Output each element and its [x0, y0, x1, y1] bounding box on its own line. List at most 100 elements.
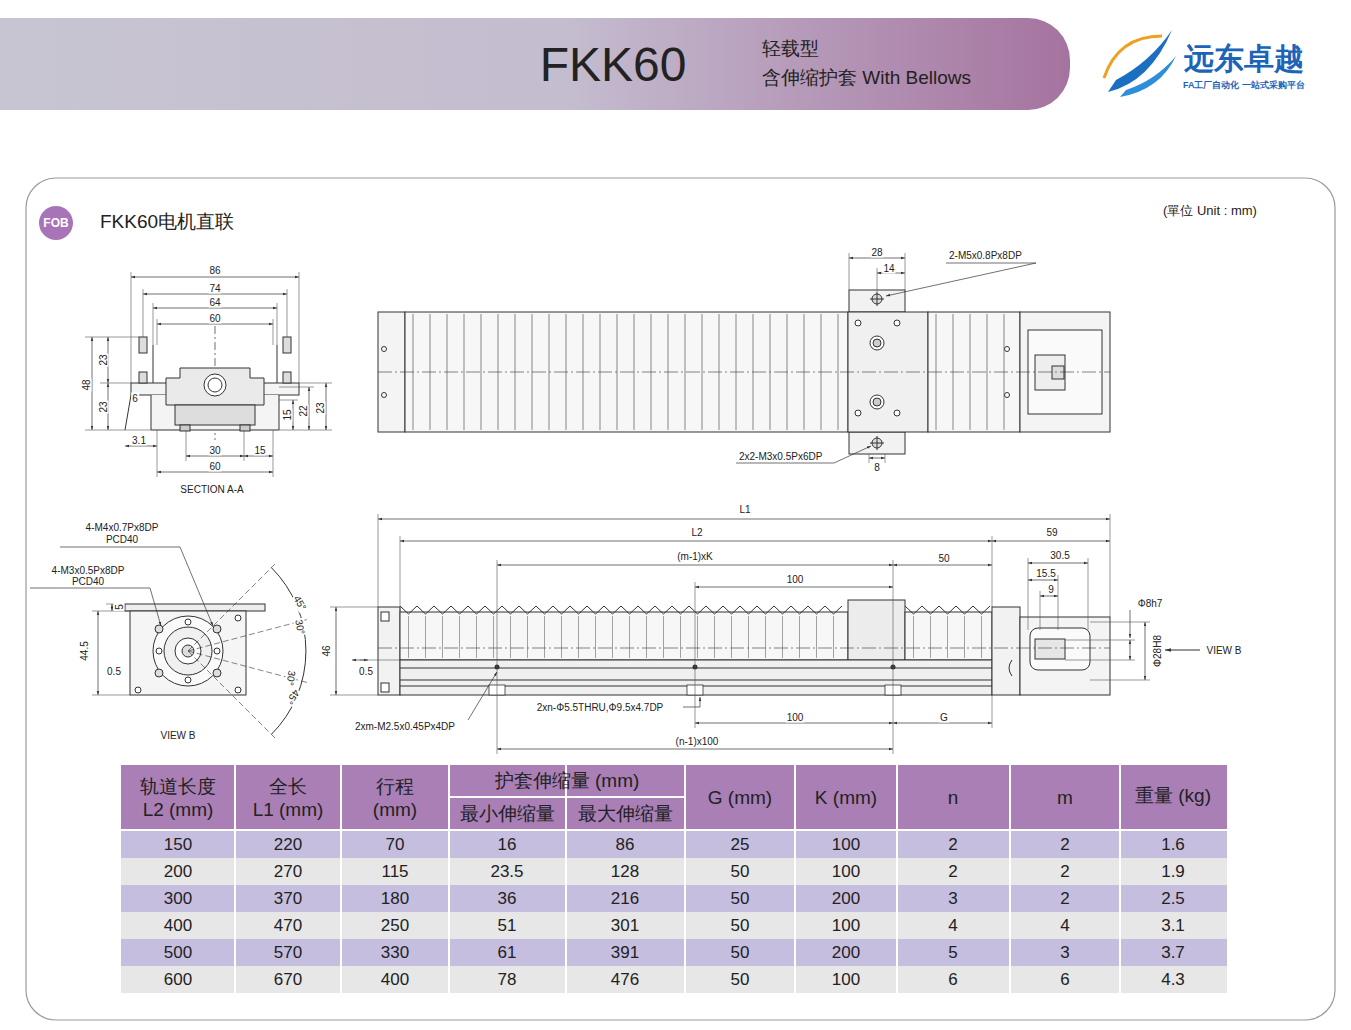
- drawing-part: [873, 339, 881, 347]
- dimension-label: 30°: [293, 618, 307, 637]
- dimension-line: [131, 277, 299, 278]
- dimension-label: L2: [690, 527, 703, 538]
- table-cell: 270: [274, 863, 302, 882]
- table-cell: 2: [948, 836, 957, 855]
- dimension-label: 100: [786, 574, 805, 585]
- drawing-part: [894, 410, 900, 416]
- drawing-part: [1120, 56, 1176, 97]
- drawing-part: [381, 683, 389, 692]
- extension-line: [695, 667, 696, 728]
- drawing-part: [185, 677, 191, 683]
- table-cell: 100: [832, 971, 860, 990]
- dimension-label: VIEW B: [159, 730, 196, 741]
- table-cell: 2.5: [1161, 890, 1185, 909]
- extension-line: [330, 607, 378, 608]
- dimension-label: 4-M4x0.7Px8DP: [85, 522, 160, 533]
- dimension-line: [1145, 622, 1146, 680]
- badge-text: FOB: [43, 216, 68, 230]
- table-header-cell: 最大伸缩量: [578, 804, 673, 825]
- logo-text: FA工厂自动化 一站式采购平台: [1183, 81, 1305, 91]
- pleat-line: [634, 314, 635, 430]
- dimension-label: 2x2-M3x0.5Px6DP: [738, 451, 823, 462]
- drawing-part: [905, 612, 992, 660]
- drawing-part: [1052, 366, 1064, 379]
- extension-line: [893, 560, 894, 667]
- pleat-line: [629, 616, 630, 658]
- pleat-line: [663, 616, 664, 658]
- logo-text: 远东卓越: [1184, 42, 1304, 75]
- table-cell: 128: [611, 863, 639, 882]
- table-cell: 2: [948, 863, 957, 882]
- drawing-part: [166, 368, 264, 405]
- table-column-rule: [1009, 765, 1011, 993]
- table-row-band: [121, 831, 1227, 858]
- pleat-line: [600, 314, 601, 430]
- extension-line: [143, 289, 144, 337]
- table-cell: 570: [274, 944, 302, 963]
- extension-line: [157, 430, 158, 477]
- table-cell: 50: [731, 917, 750, 936]
- table-cell: 4.3: [1161, 971, 1185, 990]
- pleat-line: [498, 314, 499, 430]
- pleat-line: [646, 616, 647, 658]
- drawing-part: [855, 320, 861, 326]
- pleat-line: [765, 616, 766, 658]
- pleat-line: [430, 314, 431, 430]
- table-cell: 100: [832, 863, 860, 882]
- drawing-part: [130, 611, 246, 695]
- table-cell: 600: [164, 971, 192, 990]
- table-cell: 50: [731, 890, 750, 909]
- dimension-line: [326, 383, 327, 430]
- pleat-line: [936, 314, 937, 430]
- table-cell: 5: [948, 944, 957, 963]
- drawing-part: [1035, 355, 1065, 390]
- dimension-line: [112, 604, 113, 611]
- dimension-line: [92, 337, 93, 430]
- pleat-line: [566, 314, 567, 430]
- subtitle-text: 轻载型: [762, 39, 819, 60]
- extension-line: [497, 667, 498, 754]
- dimension-label: 0.5: [358, 666, 374, 677]
- subtitle-text: 含伸缩护套 With Bellows: [762, 68, 971, 89]
- table-cell: 670: [274, 971, 302, 990]
- drawing-part: [381, 612, 389, 621]
- pleat-line: [964, 616, 965, 658]
- side-view: [378, 600, 1200, 695]
- extension-line: [92, 695, 130, 696]
- extension-line: [279, 430, 332, 431]
- dimension-label: 64: [208, 297, 221, 308]
- dimension-label: 23: [98, 353, 109, 366]
- extension-line: [1065, 640, 1135, 641]
- extension-line: [378, 514, 379, 607]
- extension-line: [157, 319, 158, 345]
- dimension-label: 4-M3x0.5Px8DP: [51, 565, 126, 576]
- table-cell: 78: [498, 971, 517, 990]
- pleat-line: [476, 616, 477, 658]
- extension-line: [186, 430, 187, 461]
- pleat-line: [442, 616, 443, 658]
- pleat-line: [833, 616, 834, 658]
- pleat-line: [413, 314, 414, 430]
- drawing-part: [283, 372, 291, 383]
- pleat-line: [493, 616, 494, 658]
- dimension-label: 15.5: [1035, 568, 1056, 579]
- drawing-part: [1005, 347, 1010, 352]
- table-cell: 150: [164, 836, 192, 855]
- extension-line: [279, 387, 314, 388]
- dimension-label: 50: [937, 553, 950, 564]
- drawing-part: [848, 600, 905, 660]
- pleat-line: [685, 314, 686, 430]
- dimension-label: 2xn-Φ5.5THRU,Φ9.5x4.7DP: [536, 702, 665, 713]
- drawing-part: [382, 347, 387, 352]
- pleat-line: [804, 314, 805, 430]
- extension-line: [330, 695, 378, 696]
- table-cell: 50: [731, 863, 750, 882]
- table-header-cell: 全长: [269, 777, 307, 798]
- drawing-part: [849, 432, 905, 454]
- extension-line: [131, 272, 132, 383]
- pleat-line: [447, 314, 448, 430]
- table-cell: 391: [611, 944, 639, 963]
- table-header-cell: (mm): [373, 800, 417, 821]
- dimension-label: (n-1)x100: [675, 736, 720, 747]
- table-row-band: [121, 912, 1227, 939]
